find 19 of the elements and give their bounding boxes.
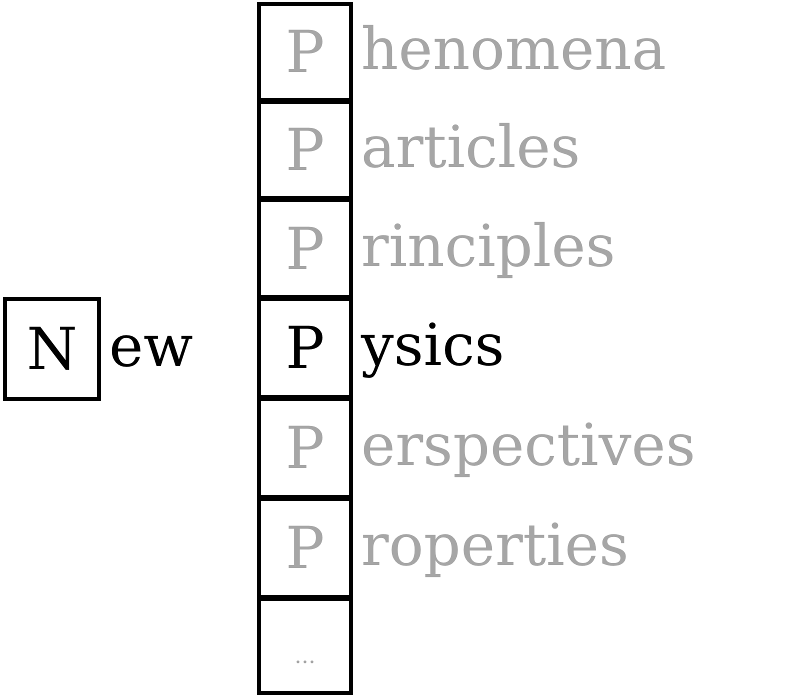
letter-box bbox=[257, 497, 353, 599]
word-ending: ew bbox=[109, 317, 193, 375]
word-ending: articles bbox=[361, 118, 580, 176]
letter-box bbox=[257, 100, 353, 200]
letter-box bbox=[257, 297, 353, 399]
letter-box bbox=[257, 597, 353, 695]
initial-letter: P bbox=[285, 220, 325, 278]
letter-box bbox=[3, 297, 101, 401]
letter-box bbox=[257, 397, 353, 499]
word-ending: henomena bbox=[361, 20, 666, 78]
letter-box bbox=[257, 2, 353, 102]
letter-box bbox=[257, 198, 353, 299]
ellipsis: ... bbox=[294, 644, 316, 668]
initial-letter: P bbox=[285, 519, 325, 577]
initial-letter: P bbox=[285, 23, 325, 81]
initial-letter: P bbox=[285, 319, 325, 377]
initial-letter: N bbox=[26, 320, 78, 378]
initial-letter: P bbox=[285, 121, 325, 179]
initial-letter: P bbox=[285, 419, 325, 477]
